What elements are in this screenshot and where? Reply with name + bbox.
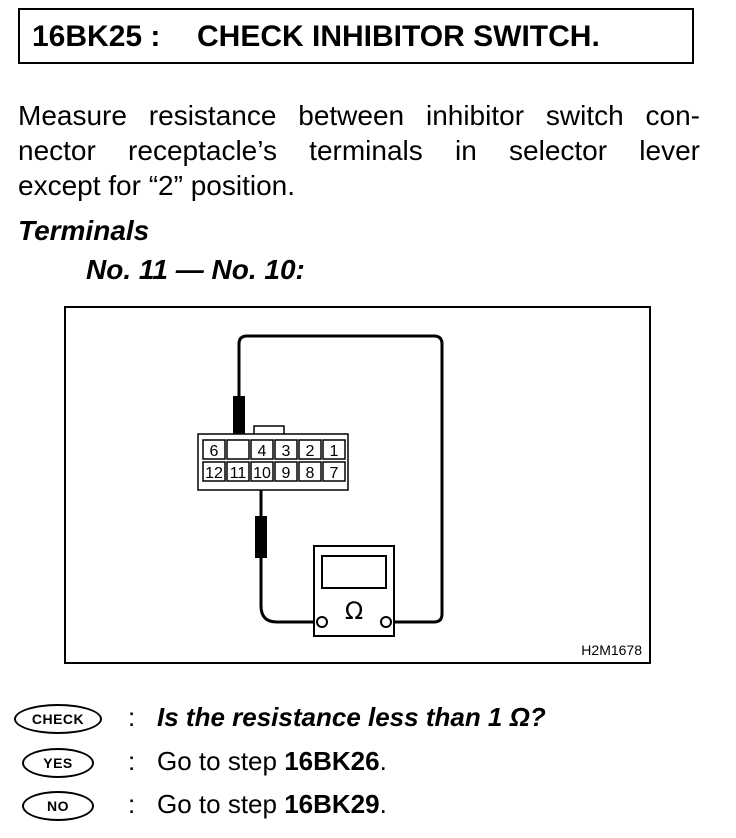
instruction-line: nector receptacle’s terminals in selecto… [18, 135, 700, 166]
probe-wires [237, 334, 444, 624]
no-colon: : [128, 789, 136, 819]
no-row: NO : Go to step 16BK29. [0, 785, 736, 825]
check-badge: CHECK [14, 704, 102, 734]
yes-badge: YES [22, 748, 94, 778]
step-title: CHECK INHIBITOR SWITCH. [197, 20, 600, 53]
connector [197, 425, 349, 491]
yes-action: Go to step 16BK26. [157, 746, 387, 777]
title-box: 16BK25 : CHECK INHIBITOR SWITCH. [18, 8, 694, 64]
terminal-label: 9 [282, 465, 291, 482]
ohmmeter [313, 545, 395, 637]
check-colon: : [128, 702, 136, 732]
yes-row: YES : Go to step 16BK26. [0, 742, 736, 782]
terminal-label: 7 [330, 465, 339, 482]
terminal-label: 12 [205, 465, 223, 482]
terminals-heading: Terminals [18, 215, 150, 246]
terminal-label: 11 [230, 465, 247, 482]
figure-code: H2M1678 [581, 642, 642, 658]
yes-prefix: Go to step [157, 746, 285, 776]
no-badge: NO [22, 791, 94, 821]
step-code: 16BK25 : [32, 20, 161, 53]
no-prefix: Go to step [157, 789, 285, 819]
no-suffix: . [379, 789, 387, 819]
terminals-pair: No. 11 — No. 10: [86, 254, 305, 285]
yes-colon: : [128, 746, 136, 776]
instruction-paragraph: Measure resistance between inhibitor swi… [18, 98, 700, 203]
probe-lead-lower [255, 516, 267, 558]
check-row: CHECK : Is the resistance less than 1 Ω? [0, 698, 736, 738]
instruction-line: except for “2” position. [18, 170, 296, 201]
check-question: Is the resistance less than 1 Ω? [157, 702, 546, 732]
terminal-label: 10 [253, 465, 271, 482]
terminal-label: 8 [306, 465, 315, 482]
diagram-frame [64, 306, 651, 664]
ohm-symbol: Ω [345, 597, 363, 625]
instruction-line: Measure resistance between inhibitor swi… [18, 100, 700, 131]
no-step-link[interactable]: 16BK29 [284, 789, 380, 819]
yes-suffix: . [379, 746, 387, 776]
terminal-label: 2 [306, 443, 315, 460]
wiring-diagram: 6 4 3 2 1 12 11 10 9 8 7 Ω H2M1678 [64, 306, 651, 664]
terminal-label: 4 [258, 443, 267, 460]
no-action: Go to step 16BK29. [157, 789, 387, 820]
terminal-label: 3 [282, 443, 291, 460]
terminal-label: 6 [210, 443, 219, 460]
probe-lead-upper [233, 396, 245, 436]
terminal-label: 1 [330, 443, 339, 460]
yes-step-link[interactable]: 16BK26 [284, 746, 380, 776]
